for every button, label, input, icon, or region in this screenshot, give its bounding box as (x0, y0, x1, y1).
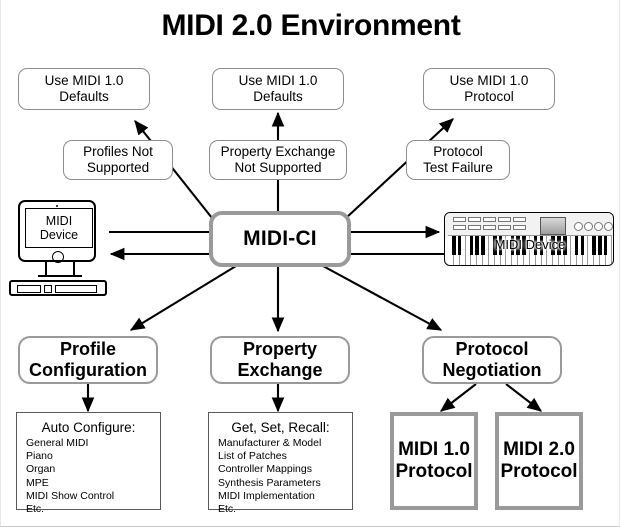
failure-line2: Supported (86, 160, 150, 175)
list-item: Organ (26, 463, 56, 476)
monitor-stand (38, 261, 82, 277)
keyboard-key-group-1 (17, 285, 41, 293)
power-button-icon (52, 251, 64, 263)
keyboard-midi-device[interactable]: MIDI Device (444, 212, 614, 266)
detail-list: General MIDI Piano Organ MPE MIDI Show C… (17, 437, 160, 516)
synth-knob-icon (574, 222, 583, 231)
detail-heading: Get, Set, Recall: (231, 420, 330, 435)
failure-line1: Property Exchange (220, 143, 336, 159)
page-title: MIDI 2.0 Environment (161, 9, 461, 42)
outcome-line2: Defaults (59, 89, 109, 104)
outcome-line1: Use MIDI 1.0 (44, 72, 124, 88)
outcome-line1: Use MIDI 1.0 (449, 72, 529, 88)
failure-box-property-exchange-not-supported[interactable]: Property Exchange Not Supported (209, 140, 347, 180)
panel-button (513, 217, 526, 222)
feature-line1: Profile (59, 339, 116, 359)
midi-ci-node[interactable]: MIDI-CI (209, 211, 351, 267)
protocol-line2: Protocol (500, 461, 578, 482)
feature-line2: Exchange (237, 360, 323, 380)
failure-line2: Test Failure (423, 160, 493, 175)
midi-ci-label: MIDI-CI (243, 227, 317, 250)
list-item: Synthesis Parameters (218, 476, 321, 489)
panel-button (468, 217, 481, 222)
failure-line1: Protocol (433, 143, 483, 159)
protocol-box-midi-2-0-protocol[interactable]: MIDI 2.0 Protocol (495, 412, 583, 510)
keyboard-device-label: MIDI Device (494, 237, 566, 252)
piano-keys-icon (448, 235, 612, 265)
detail-list: Manufacturer & Model List of Patches Con… (209, 437, 352, 516)
outcome-box-use-midi-1-0-defaults-left[interactable]: Use MIDI 1.0 Defaults (18, 68, 150, 110)
feature-line2: Configuration (29, 360, 147, 380)
list-item: Controller Mappings (218, 463, 312, 476)
panel-button (453, 225, 466, 230)
feature-box-property-exchange[interactable]: Property Exchange (210, 336, 350, 384)
failure-line1: Profiles Not (83, 143, 153, 159)
panel-button (453, 217, 466, 222)
synth-knob-icon (584, 222, 593, 231)
list-item: Piano (26, 450, 53, 463)
computer-monitor: MIDI Device (18, 200, 96, 263)
list-item: List of Patches (218, 450, 287, 463)
detail-box-auto-configure[interactable]: Auto Configure: General MIDI Piano Organ… (16, 412, 161, 515)
outcome-line2: Protocol (464, 89, 514, 104)
panel-button (483, 225, 496, 230)
list-item: Etc. (26, 503, 45, 516)
list-item: General MIDI (26, 437, 89, 449)
failure-line2: Not Supported (234, 160, 322, 175)
webcam-icon (56, 204, 58, 207)
keyboard-key-group-3 (55, 285, 97, 293)
failure-box-profiles-not-supported[interactable]: Profiles Not Supported (63, 140, 173, 180)
detail-heading: Auto Configure: (41, 420, 136, 435)
panel-button (483, 217, 496, 222)
device-line2: Device (39, 228, 79, 242)
outcome-line2: Defaults (253, 89, 303, 104)
synth-control-panel (445, 213, 613, 237)
computer-screen-label: MIDI Device (25, 208, 93, 248)
feature-box-profile-configuration[interactable]: Profile Configuration (18, 336, 158, 384)
outcome-line1: Use MIDI 1.0 (238, 72, 318, 88)
feature-box-protocol-negotiation[interactable]: Protocol Negotiation (422, 336, 562, 384)
feature-line1: Protocol (455, 339, 529, 359)
panel-button (498, 217, 511, 222)
synth-knob-icon (604, 222, 613, 231)
list-item: MIDI Show Control (26, 489, 115, 502)
protocol-box-midi-1-0-protocol[interactable]: MIDI 1.0 Protocol (390, 412, 478, 510)
detail-box-get-set-recall[interactable]: Get, Set, Recall: Manufacturer & Model L… (208, 412, 353, 515)
panel-button (513, 225, 526, 230)
computer-midi-device[interactable]: MIDI Device (9, 200, 107, 300)
panel-button (468, 225, 481, 230)
failure-box-protocol-test-failure[interactable]: Protocol Test Failure (406, 140, 510, 180)
device-line1: MIDI (45, 213, 73, 228)
list-item: Etc. (218, 503, 237, 516)
computer-keyboard-icon (9, 280, 107, 296)
feature-line2: Negotiation (442, 360, 542, 380)
protocol-line1: MIDI 2.0 (503, 439, 575, 460)
protocol-line2: Protocol (395, 461, 473, 482)
keyboard-key-group-2 (44, 285, 52, 293)
outcome-box-use-midi-1-0-defaults-center[interactable]: Use MIDI 1.0 Defaults (212, 68, 344, 110)
list-item: MPE (26, 476, 49, 489)
synth-display-icon (540, 217, 566, 235)
synth-knob-icon (594, 222, 603, 231)
list-item: MIDI Implementation (218, 489, 315, 502)
outcome-box-use-midi-1-0-protocol-right[interactable]: Use MIDI 1.0 Protocol (423, 68, 555, 110)
list-item: Manufacturer & Model (218, 437, 322, 449)
feature-line1: Property (242, 339, 317, 359)
protocol-line1: MIDI 1.0 (398, 439, 470, 460)
panel-button (498, 225, 511, 230)
